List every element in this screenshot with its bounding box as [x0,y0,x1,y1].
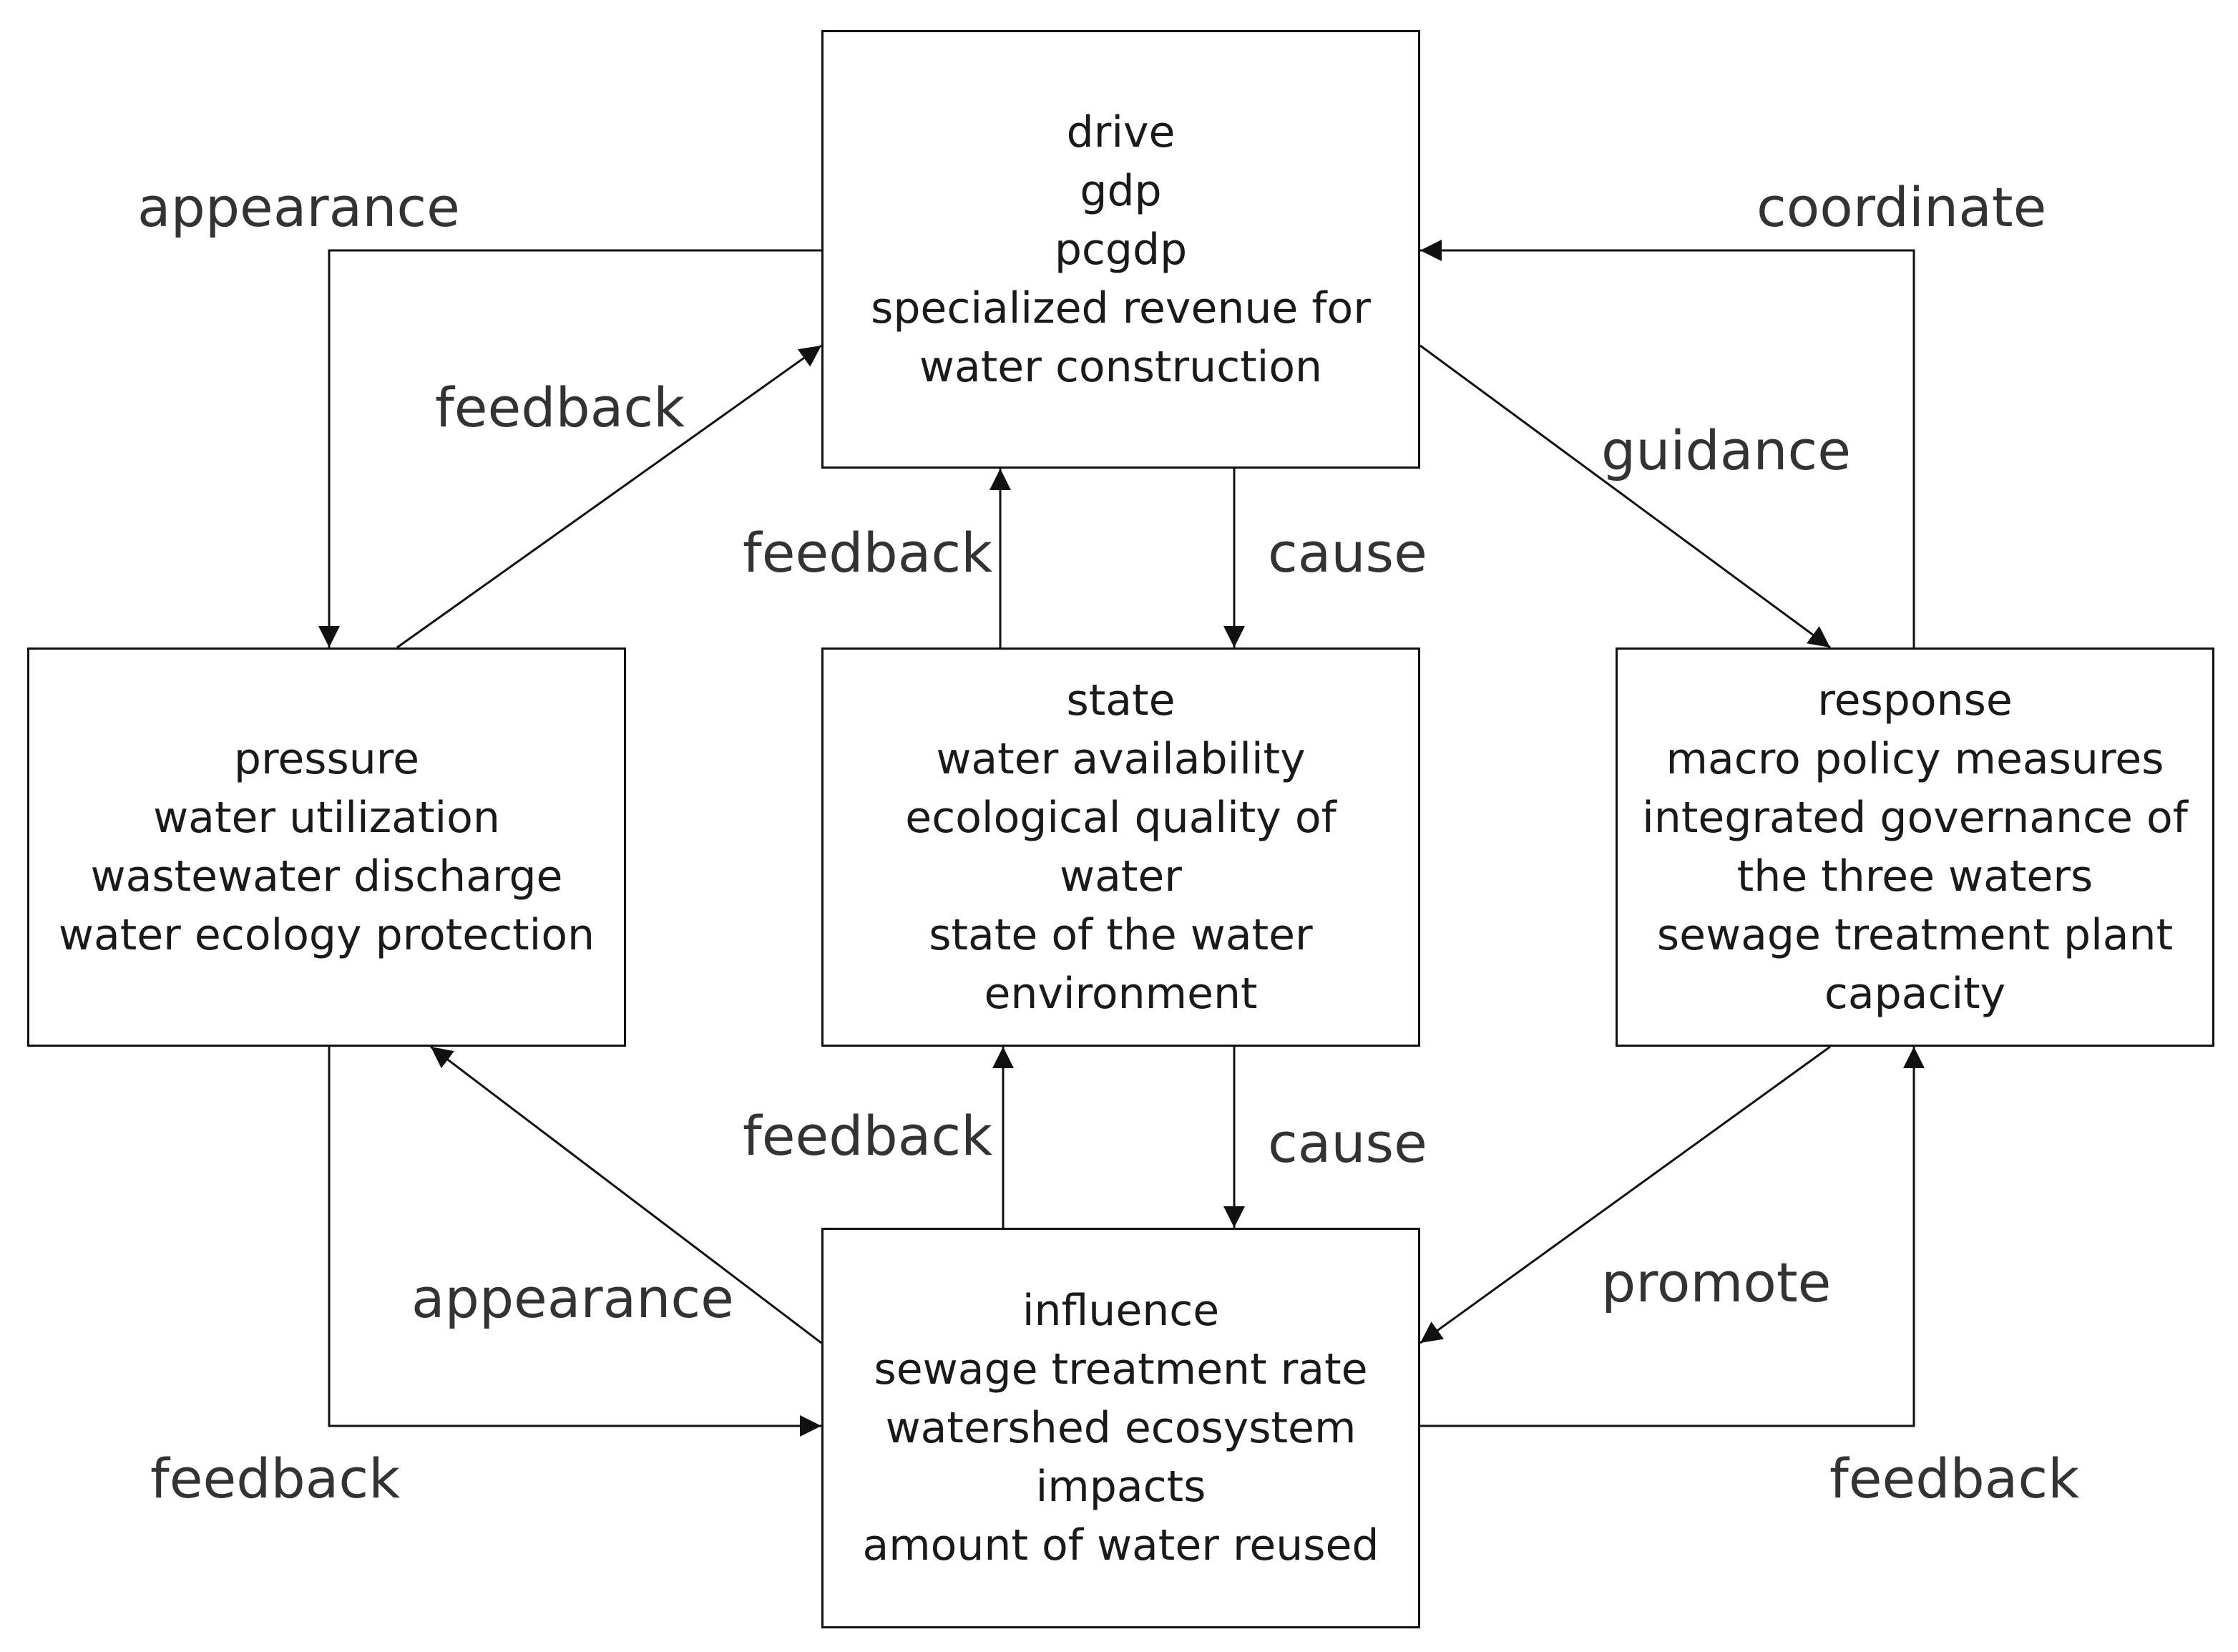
pressure-line: pressure [233,734,420,784]
drive-line: water construction [919,341,1323,392]
label-appearance-bottom: appearance [411,1266,734,1330]
arrow-coordinate-response-to-drive [1420,240,1915,647]
response-line: capacity [1824,969,2006,1019]
influence-line: impacts [1035,1462,1206,1512]
pressure-line: water utilization [153,793,500,843]
drive-line: specialized revenue for [871,283,1371,333]
state-line: ecological quality of [905,793,1337,843]
state-line: state [1066,675,1176,725]
label-feedback-bottom-right: feedback [1829,1447,2080,1510]
label-feedback-center-lower: feedback [743,1104,993,1168]
label-feedback-left-upper: feedback [435,376,685,439]
influence-line: influence [1022,1286,1220,1336]
state-line: state of the water [929,910,1313,960]
drive-box: drive gdp pcgdp specialized revenue for … [821,30,1420,469]
pressure-line: water ecology protection [58,910,595,960]
drive-line: drive [1066,107,1176,157]
label-guidance: guidance [1601,419,1852,482]
arrow-feedback-influence-to-response [1420,1047,1925,1427]
pressure-line: wastewater discharge [90,851,563,901]
response-box: response macro policy measures integrate… [1616,647,2214,1047]
label-promote: promote [1601,1251,1832,1314]
arrow-promote-response-to-influence [1419,1045,1831,1344]
response-line: response [1817,675,2013,725]
response-line: macro policy measures [1666,734,2164,784]
arrow-appearance-drive-to-pressure [318,249,821,647]
response-line: sewage treatment plant [1656,910,2174,960]
arrow-feedback-pressure-to-drive [396,344,822,649]
response-line: the three waters [1736,851,2093,901]
label-cause-lower: cause [1268,1111,1427,1175]
label-appearance-top: appearance [137,175,460,239]
arrow-appearance-influence-to-pressure [430,1045,822,1344]
label-feedback-center-upper: feedback [743,521,993,585]
label-coordinate: coordinate [1756,175,2047,239]
arrow-feedback-pressure-to-influence [328,1047,821,1437]
arrow-guidance-drive-to-response [1419,344,1831,649]
label-cause-upper: cause [1268,521,1427,585]
influence-line: watershed ecosystem [885,1403,1357,1453]
state-line: water availability [936,734,1306,784]
influence-box: influence sewage treatment rate watershe… [821,1228,1420,1628]
drive-line: pcgdp [1054,224,1188,275]
state-box: state water availability ecological qual… [821,647,1420,1047]
label-feedback-bottom-left: feedback [150,1447,401,1510]
state-line: environment [984,969,1258,1019]
drive-line: gdp [1080,165,1162,216]
pressure-box: pressure water utilization wastewater di… [27,647,626,1047]
state-line: water [1060,851,1182,901]
response-line: integrated governance of [1642,793,2188,843]
influence-line: sewage treatment rate [874,1344,1368,1394]
influence-line: amount of water reused [862,1520,1379,1570]
